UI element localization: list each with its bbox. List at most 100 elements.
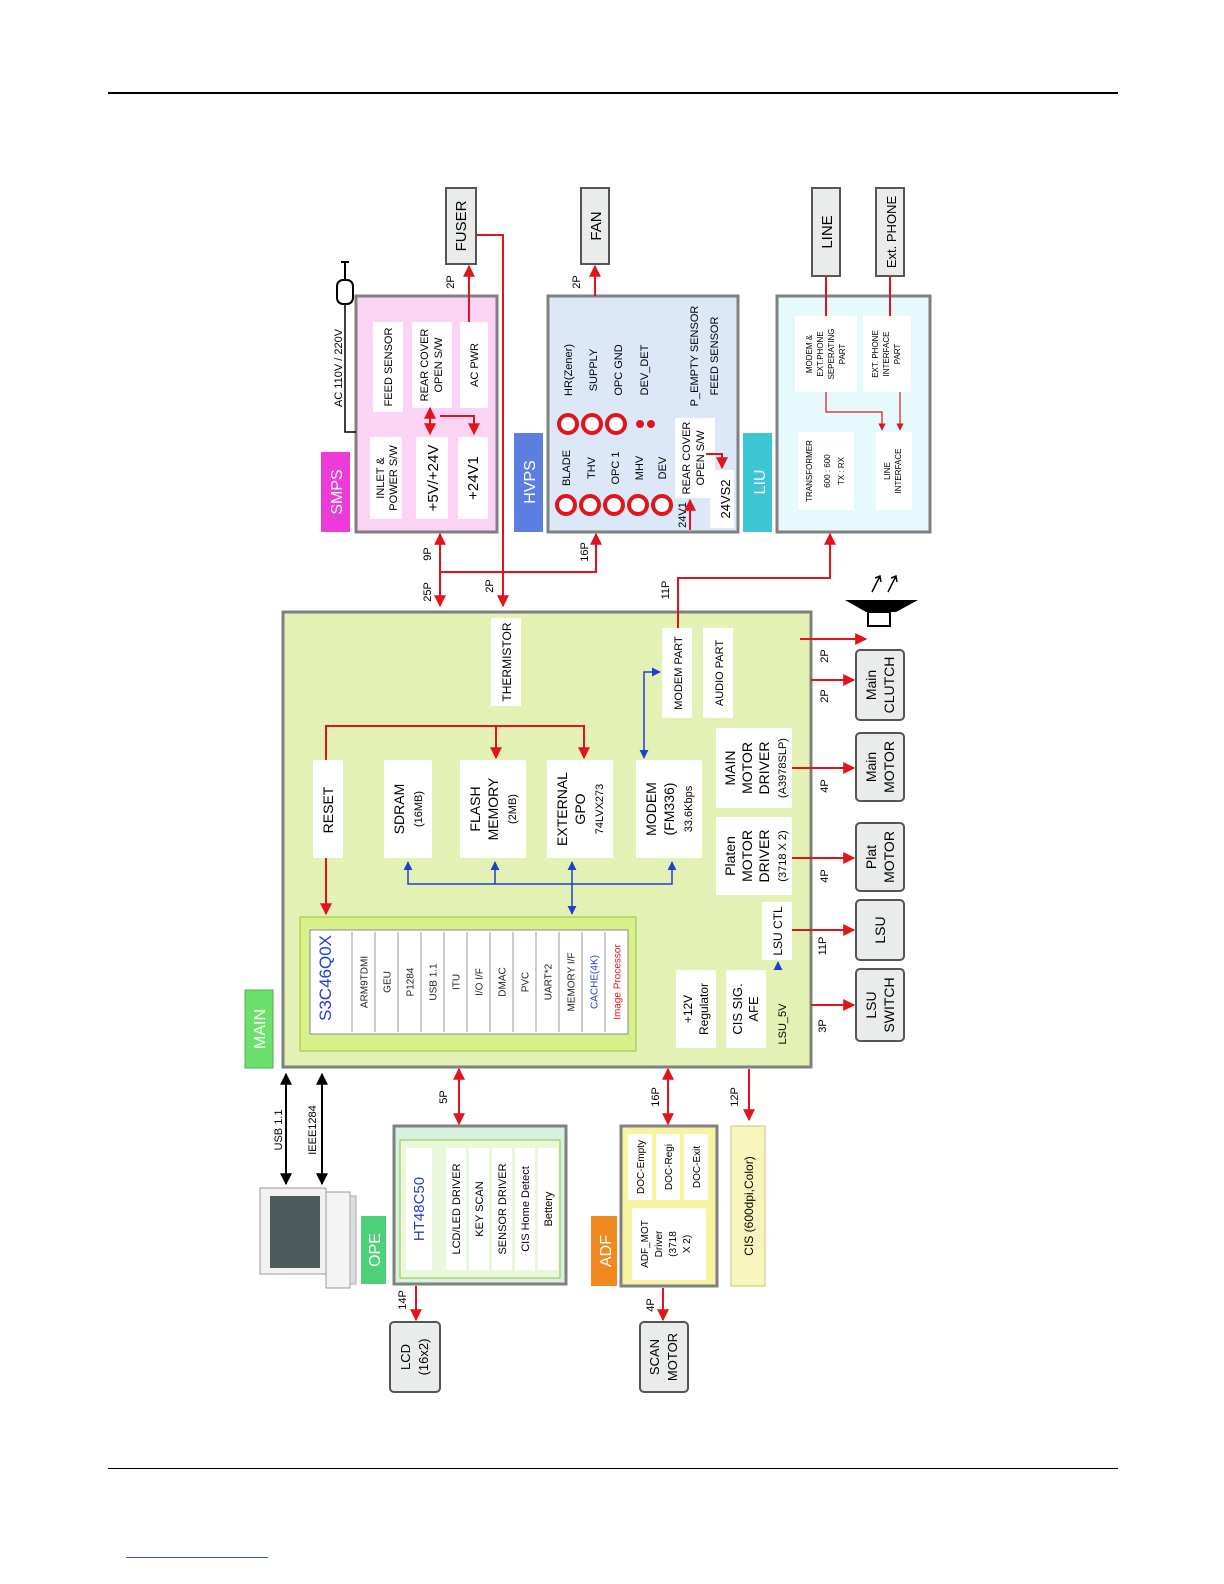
adf-doc-empty-block	[628, 1134, 652, 1200]
cpu-block-label: GEU	[383, 971, 394, 993]
scan-motor-label-1: SCAN	[647, 1339, 662, 1375]
feed-sensor-block	[373, 322, 403, 412]
lcd-label-1: LCD	[398, 1344, 413, 1370]
flash-label-2: MEMORY	[485, 777, 501, 840]
hvps-opc-gnd: OPC GND	[613, 344, 625, 395]
pin-main-motor: 4P	[819, 779, 831, 792]
liu-modem-3: SEPERATING	[827, 329, 836, 380]
cpu-block-label: ARM9TDMI	[360, 956, 371, 1008]
ope-item-label: SENSOR DRIVER	[497, 1163, 509, 1254]
cpu-block-label: USB 1.1	[429, 963, 440, 1001]
right-connectors	[792, 633, 868, 1011]
lsu-ctl-block	[762, 902, 792, 960]
pin-hvps-fan: 2P	[571, 275, 583, 288]
pin-clutch: 2P	[819, 689, 831, 702]
pin-lsu: 11P	[817, 937, 829, 956]
ope-item-label: CIS Home Detect	[520, 1166, 532, 1252]
liu-tag-label: LIU	[752, 470, 769, 495]
pin-smps-fuser: 2P	[445, 275, 457, 288]
line-label: LINE	[819, 215, 836, 248]
data-bus	[403, 667, 783, 971]
adf-tag-label: ADF	[598, 1235, 615, 1267]
lsu-label: LSU	[872, 916, 888, 943]
cis-afe-block	[726, 970, 766, 1048]
pmd-label-1: Platen	[722, 836, 738, 876]
smps-inlet-1: INLET &	[375, 457, 387, 499]
pin-liu-main: 11P	[660, 581, 672, 600]
mmd-label-4: (A3978SLP)	[777, 738, 789, 798]
smps-ac-label: AC 110V / 220V	[333, 328, 345, 407]
hvps-dots	[636, 420, 655, 428]
lcd-box	[389, 1321, 441, 1393]
reset-block	[313, 760, 343, 858]
liu-tag	[743, 433, 772, 532]
pin-labels: 2P 2P 9P 25P 2P 16P 11P 2P 2P 4P 4P 11P …	[397, 275, 831, 1311]
pmd-label-2: MOTOR	[739, 830, 755, 882]
ope-item-block	[446, 1148, 466, 1270]
ope-tag	[361, 1216, 386, 1284]
adf-mot-2: Driver	[654, 1230, 665, 1257]
liu-ext-part	[863, 316, 911, 392]
smps-internal-arrows	[424, 406, 480, 436]
computer-icon	[259, 1187, 357, 1289]
smps-rear-2: OPEN S/W	[433, 337, 445, 393]
smps-tag-label: SMPS	[329, 469, 346, 514]
gpo-block	[547, 760, 613, 858]
reset-label: RESET	[320, 786, 336, 833]
flash-block	[460, 760, 526, 858]
ope-item-block	[515, 1148, 535, 1270]
lsu-switch-label-2: SWITCH	[881, 977, 897, 1032]
hvps-blade: BLADE	[561, 450, 573, 486]
usb-link-label: USB 1.1	[273, 1110, 285, 1151]
thermistor-label: THERMISTOR	[500, 622, 514, 701]
fuser-label: FUSER	[453, 200, 470, 251]
pin-cis: 12P	[729, 1087, 741, 1107]
inlet-block	[370, 437, 402, 519]
mmd-label-3: DRIVER	[756, 742, 772, 795]
cpu-block-label: Image Processor	[613, 944, 624, 1020]
power-plug	[336, 261, 356, 433]
liu-modem-2: EXT.PHONE	[816, 331, 825, 376]
sdram-label-1: SDRAM	[391, 784, 407, 835]
lsu-5v-label: LSU_5V	[777, 1003, 789, 1045]
hvps-rear-block	[675, 418, 715, 498]
ope-item-block	[538, 1148, 558, 1270]
smps-v5-24: +5V/+24V	[425, 445, 442, 512]
modem-block	[636, 760, 702, 858]
liu-trans-3: TX : RX	[837, 456, 846, 485]
liu-modem-4: PART	[838, 344, 847, 365]
adf-doc-regi-block	[656, 1134, 680, 1200]
hvps-opc1: OPC 1	[610, 451, 622, 484]
fan-box	[580, 187, 610, 265]
hvps-internal-arrows	[684, 453, 728, 530]
ac-pwr-block	[460, 322, 488, 408]
speaker-icon	[845, 574, 918, 627]
modem-label-2: (FM336)	[661, 783, 677, 836]
hvps-rear-2: OPEN S/W	[695, 430, 707, 486]
adf-doc-exit: DOC-Exit	[692, 1146, 703, 1188]
cis-afe-label-1: CIS SIG.	[730, 983, 745, 1034]
cpu-block-label: I/O I/F	[475, 968, 486, 996]
scan-motor-label-2: MOTOR	[665, 1333, 680, 1381]
hvps-thv: THV	[586, 456, 598, 479]
adf-motor-driver-block	[632, 1208, 706, 1280]
cis-afe-label-2: AFE	[746, 996, 761, 1022]
cpu-title: S3C46Q0X	[316, 935, 335, 1021]
liu-modem-part	[795, 316, 857, 392]
liu-ext-1: EXT. PHONE	[871, 330, 880, 378]
ope-title: HT48C50	[411, 1177, 428, 1241]
scan-motor-box	[639, 1321, 689, 1393]
cpu-block-label: PVC	[521, 972, 532, 993]
plat-motor-label-1: Plat	[863, 845, 879, 869]
smps-v24-1: +24V1	[465, 456, 482, 500]
smps-inlet-2: POWER S/W	[388, 445, 400, 511]
bottom-connectors	[410, 1067, 755, 1322]
cpu-block-label: P1284	[406, 967, 417, 996]
reg-label-1: +12V	[681, 995, 695, 1023]
hvps-feed: FEED SENSOR	[709, 317, 721, 396]
liu-transformer	[798, 432, 854, 510]
top-connectors	[434, 234, 891, 628]
ope-item-label: LCD/LED DRIVER	[451, 1163, 463, 1254]
